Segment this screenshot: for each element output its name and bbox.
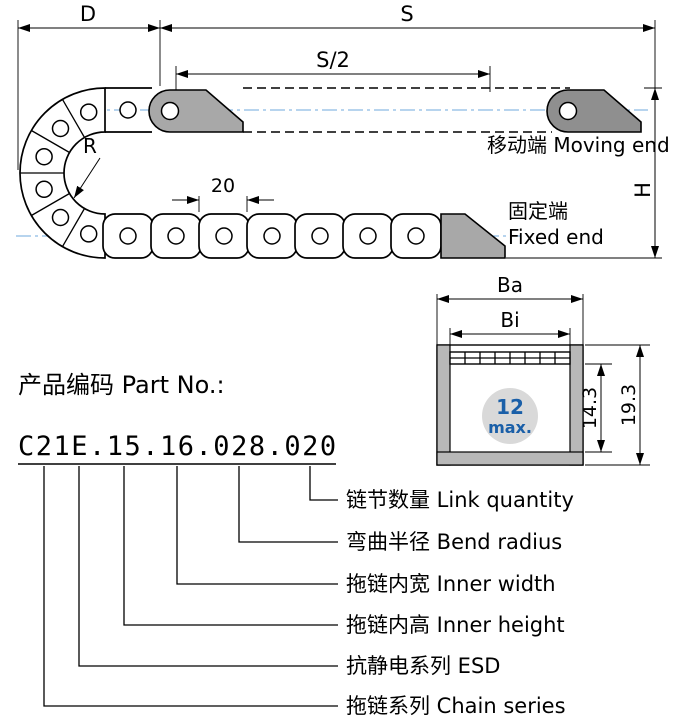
dim-inner-height-label: 14.3 [579, 387, 601, 429]
dim-bi-label: Bi [500, 308, 519, 332]
dim-ba-label: Ba [497, 273, 523, 297]
moving-end-bracket-extended [546, 89, 642, 133]
dimension-r: R [73, 134, 101, 199]
legend-inner-width: 拖链内宽 Inner width [346, 572, 556, 596]
max-cable-suffix: max. [488, 418, 532, 437]
legend-inner-height: 拖链内高 Inner height [346, 613, 565, 637]
dimension-s-half: S/2 [175, 48, 491, 92]
dimension-d: D [17, 2, 161, 170]
legend-esd: 抗静电系列 ESD [346, 654, 500, 678]
moving-end-bracket [148, 89, 244, 133]
part-number-code: C21E.15.16.028.020 [18, 431, 338, 462]
dim-h-label: H [631, 182, 655, 198]
moving-end-label: 移动端 Moving end [487, 133, 670, 157]
legend-link-quantity: 链节数量 Link quantity [346, 488, 574, 512]
dim-outer-height-label: 19.3 [618, 384, 640, 426]
fixed-end-label-en: Fixed end [508, 225, 604, 249]
dim-s-half-label: S/2 [316, 48, 350, 72]
fixed-end-bracket [440, 213, 506, 259]
cross-section-view: Ba Bi [436, 273, 650, 466]
section-bottom [436, 451, 584, 466]
dimension-pitch: 20 [172, 175, 274, 212]
max-cable-value: 12 [496, 395, 524, 419]
dimension-inner-height: 14.3 [579, 363, 612, 453]
part-number-legend: 链节数量 Link quantity 弯曲半径 Bend radius 拖链内宽… [43, 466, 574, 718]
dimension-s: S [160, 2, 656, 88]
part-number-block: 产品编码 Part No.: C21E.15.16.028.020 [18, 371, 338, 465]
part-number-heading: 产品编码 Part No.: [18, 371, 225, 399]
section-body: 12 max. [436, 344, 584, 466]
chain-bend [19, 87, 106, 259]
dim-r-label: R [83, 134, 97, 158]
dimension-h: H [506, 87, 662, 259]
legend-bend-radius: 弯曲半径 Bend radius [346, 530, 562, 554]
max-cable-circle [482, 388, 538, 444]
dim-pitch-label: 20 [211, 175, 235, 197]
dim-s-label: S [400, 2, 413, 26]
fixed-end-label-cn: 固定端 [508, 199, 568, 223]
dimension-ba: Ba [436, 273, 584, 345]
drag-chain-side-view: D S S/2 [16, 2, 670, 259]
section-lid [449, 351, 571, 365]
legend-chain-series: 拖链系列 Chain series [346, 694, 566, 718]
section-left-wall [436, 344, 451, 466]
dim-d-label: D [80, 2, 96, 26]
chain-bottom-run [102, 213, 506, 259]
chain-top-run [105, 87, 642, 133]
dimension-outer-height: 19.3 [585, 344, 650, 466]
